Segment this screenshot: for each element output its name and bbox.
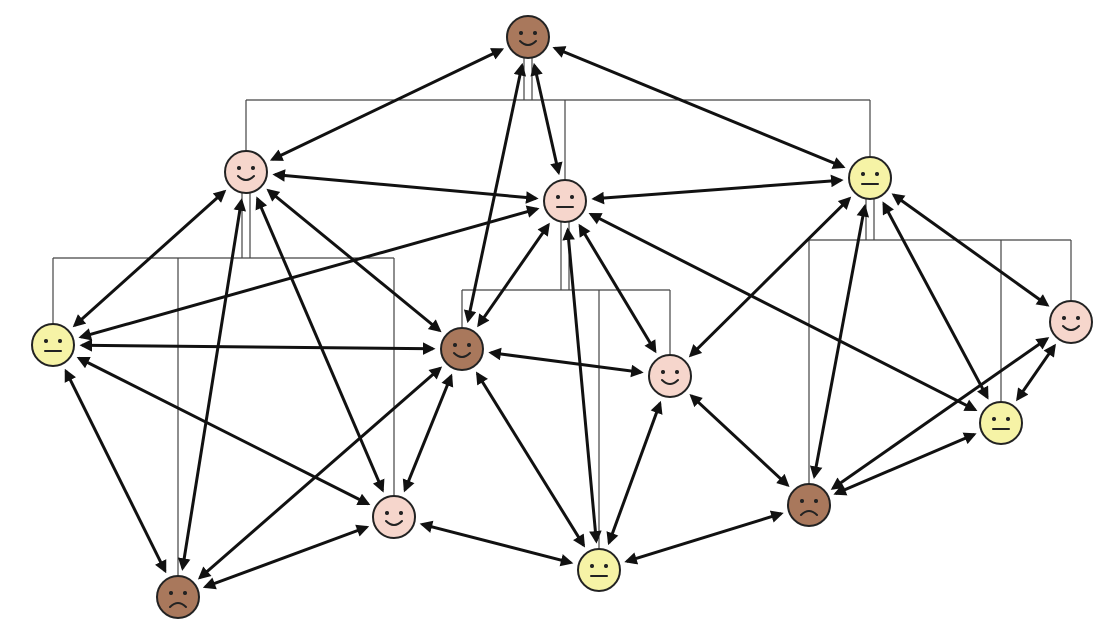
- person-n4-neutral-face-icon: [848, 156, 892, 200]
- arrow-n6-n9: [475, 371, 586, 548]
- tree-bracket-n3: [461, 222, 671, 549]
- person-n6-happy-face-icon: [440, 327, 484, 371]
- tree-bracket-n4: [808, 199, 1072, 484]
- arrow-n6-n7: [488, 347, 644, 378]
- arrow-n2-n3: [272, 169, 539, 204]
- arrow-n4-n11: [891, 193, 1050, 307]
- arrow-n3-n7: [578, 223, 657, 354]
- person-n8-happy-face-icon: [372, 495, 416, 539]
- arrow-n6-n13: [197, 366, 443, 580]
- arrow-n7-n9: [606, 400, 663, 546]
- person-n12-neutral-face-icon: [979, 401, 1023, 445]
- person-n1-happy-face-icon: [506, 15, 550, 59]
- arrow-n11-n12: [1016, 343, 1056, 402]
- person-n11-happy-face-icon: [1049, 300, 1093, 344]
- person-n10-sad-face-icon: [787, 483, 831, 527]
- person-n9-neutral-face-icon: [577, 548, 621, 592]
- arrow-n1-n4: [552, 46, 846, 169]
- arrow-n3-n6: [477, 222, 550, 328]
- arrow-n10-n12: [833, 432, 977, 496]
- org-tree-lines: [52, 58, 1072, 576]
- arrow-n7-n10: [689, 393, 790, 488]
- person-n5-neutral-face-icon: [31, 323, 75, 367]
- arrow-n2-n8: [255, 196, 385, 493]
- arrow-n3-n4: [591, 174, 844, 205]
- arrow-n5-n13: [64, 368, 167, 574]
- person-n3-neutral-face-icon: [543, 179, 587, 223]
- arrow-n4-n12: [882, 201, 989, 400]
- arrow-n9-n10: [624, 510, 784, 565]
- person-n13-sad-face-icon: [156, 575, 200, 619]
- person-n2-happy-face-icon: [224, 150, 268, 194]
- arrow-n5-n6: [79, 339, 436, 355]
- tree-bracket-n1: [245, 58, 871, 180]
- arrow-n1-n2: [269, 48, 505, 161]
- person-n7-happy-face-icon: [648, 354, 692, 398]
- arrow-n8-n13: [202, 524, 370, 590]
- arrow-n3-n9: [562, 227, 602, 544]
- connection-arrows: [64, 46, 1056, 590]
- arrow-n1-n3: [530, 62, 563, 176]
- people-nodes: [31, 15, 1093, 619]
- arrow-n8-n9: [419, 520, 574, 567]
- arrow-n2-n13: [177, 198, 247, 571]
- arrow-n3-n5: [78, 205, 540, 341]
- arrow-n4-n10: [809, 204, 870, 479]
